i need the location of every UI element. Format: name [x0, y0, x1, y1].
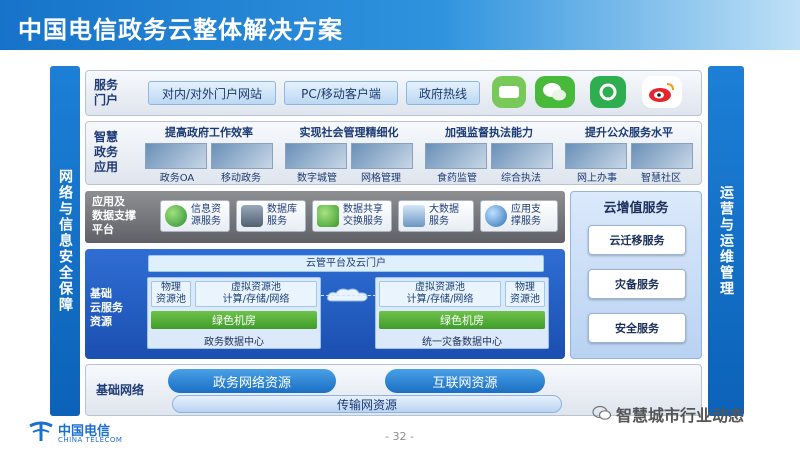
pool-label: 虚拟资源池 计算/存储/网络	[406, 282, 474, 305]
china-telecom-logo-icon	[28, 420, 54, 442]
green-room-label: 绿色机房	[212, 314, 256, 327]
weibo-icon	[642, 76, 682, 108]
portal-website: 对内/对外门户网站	[148, 81, 276, 105]
thumb-image	[631, 143, 693, 169]
security-service: 安全服务	[588, 313, 686, 343]
title-bar: 中国电信政务云整体解决方案	[0, 0, 800, 50]
smart-sub-label: 综合执法	[501, 173, 541, 184]
app-store-icon	[492, 76, 526, 108]
globe-icon	[485, 205, 507, 227]
database-icon	[241, 205, 263, 227]
base-cloud-label: 基础 云服务 资源	[90, 287, 123, 328]
operations-label: 运营与运维管理	[718, 185, 734, 297]
thumb-image	[491, 143, 553, 169]
watermark-text: 智慧城市行业动态	[616, 406, 745, 425]
support-label: 信息资 源服务	[191, 204, 221, 227]
green-room-label: 绿色机房	[440, 314, 484, 327]
migration-service: 云迁移服务	[588, 225, 686, 255]
smart-sub-label: 食药监管	[437, 173, 477, 184]
link-line	[321, 295, 376, 296]
smart-group-efficiency: 提高政府工作效率 政务OA 移动政务	[145, 124, 273, 184]
thumb-image	[211, 143, 273, 169]
support-label: 应用支 撑服务	[511, 204, 541, 227]
support-data-exchange: 数据共享 交换服务	[312, 200, 392, 232]
thumb-image	[351, 143, 413, 169]
logo-cn: 中国电信	[58, 424, 111, 439]
portal-website-label: 对内/对外门户网站	[161, 86, 263, 101]
smart-group-title: 实现社会管理精细化	[299, 126, 399, 139]
thumb-image	[145, 143, 207, 169]
internet-cloud: 互联网资源	[385, 369, 545, 393]
service-portal-label: 服务 门户	[94, 78, 119, 107]
transport-network: 传输网资源	[172, 395, 562, 413]
wechat-icon	[535, 76, 575, 108]
pool-label: 虚拟资源池 计算/存储/网络	[222, 282, 290, 305]
support-label: 数据共享 交换服务	[343, 204, 383, 227]
smart-group-supervision: 加强监督执法能力 食药监管 综合执法	[425, 124, 553, 184]
logo-en: CHINA TELECOM	[58, 436, 123, 444]
operations-bar: 运营与运维管理	[708, 66, 744, 416]
left-physical-pool: 物理 资源池	[151, 281, 191, 307]
right-virtual-pool: 虚拟资源池 计算/存储/网络	[379, 281, 501, 307]
smart-apps-label: 智慧 政务 应用	[94, 130, 119, 174]
smart-sub-label: 网格管理	[361, 173, 401, 184]
cloud-label: 政务网络资源	[212, 375, 291, 391]
smart-sub-label: 网上办事	[577, 173, 617, 184]
network-label: 基础网络	[96, 383, 145, 397]
globe-icon	[165, 205, 187, 227]
disaster-recovery-service: 灾备服务	[588, 269, 686, 299]
left-virtual-pool: 虚拟资源池 计算/存储/网络	[195, 281, 317, 307]
security-assurance-bar: 网络与信息安全保障	[50, 66, 80, 416]
smart-group-title: 加强监督执法能力	[445, 126, 533, 139]
thumb-image	[285, 143, 347, 169]
exchange-icon	[317, 205, 339, 227]
support-big-data: 大数据 服务	[398, 200, 474, 232]
page-title: 中国电信政务云整体解决方案	[18, 16, 343, 44]
pool-label: 物理 资源池	[156, 282, 186, 305]
smart-sub-label: 智慧社区	[641, 173, 681, 184]
support-label: 数据库 服务	[267, 204, 297, 227]
vas-label: 安全服务	[615, 322, 659, 335]
smart-sub-label: 政务OA	[159, 173, 195, 184]
support-app-service: 应用支 撑服务	[480, 200, 558, 232]
support-database: 数据库 服务	[236, 200, 306, 232]
smart-sub-label: 数字城管	[297, 173, 337, 184]
thumb-image	[425, 143, 487, 169]
transport-label: 传输网资源	[336, 397, 397, 412]
security-assurance-label: 网络与信息安全保障	[57, 169, 73, 313]
smart-group-management: 实现社会管理精细化 数字城管 网格管理	[285, 124, 413, 184]
portal-client-label: PC/移动客户端	[301, 86, 381, 101]
smart-group-public-service: 提升公众服务水平 网上办事 智慧社区	[565, 124, 693, 184]
cloud-platform-label: 云管平台及云门户	[306, 257, 386, 269]
page-number: - 32 -	[385, 430, 414, 443]
support-info-resource: 信息资 源服务	[160, 200, 230, 232]
support-label: 大数据 服务	[429, 204, 459, 227]
smart-sub-label: 移动政务	[221, 173, 261, 184]
wechat-watermark-icon	[592, 405, 612, 421]
vas-label: 云迁移服务	[609, 234, 665, 247]
left-green-room: 绿色机房	[151, 311, 317, 329]
app-q-icon	[590, 76, 626, 108]
portal-hotline: 政府热线	[406, 81, 480, 105]
app-support-label: 应用及 数据支撑 平台	[92, 195, 136, 236]
cloud-platform-bar: 云管平台及云门户	[148, 255, 544, 272]
cloud-label: 互联网资源	[432, 375, 498, 391]
pool-label: 物理 资源池	[510, 282, 540, 305]
thumb-image	[565, 143, 627, 169]
gov-datacenter-label: 政务数据中心	[204, 337, 264, 348]
gov-network-cloud: 政务网络资源	[168, 369, 336, 393]
right-green-room: 绿色机房	[379, 311, 545, 329]
portal-client: PC/移动客户端	[284, 81, 398, 105]
bigdata-icon	[403, 205, 425, 227]
backup-datacenter-label: 统一灾备数据中心	[422, 337, 502, 348]
right-physical-pool: 物理 资源池	[505, 281, 545, 307]
smart-group-title: 提升公众服务水平	[585, 126, 673, 139]
value-added-title: 云增值服务	[603, 201, 669, 216]
vas-label: 灾备服务	[615, 278, 659, 291]
smart-group-title: 提高政府工作效率	[165, 126, 253, 139]
portal-hotline-label: 政府热线	[418, 86, 467, 101]
